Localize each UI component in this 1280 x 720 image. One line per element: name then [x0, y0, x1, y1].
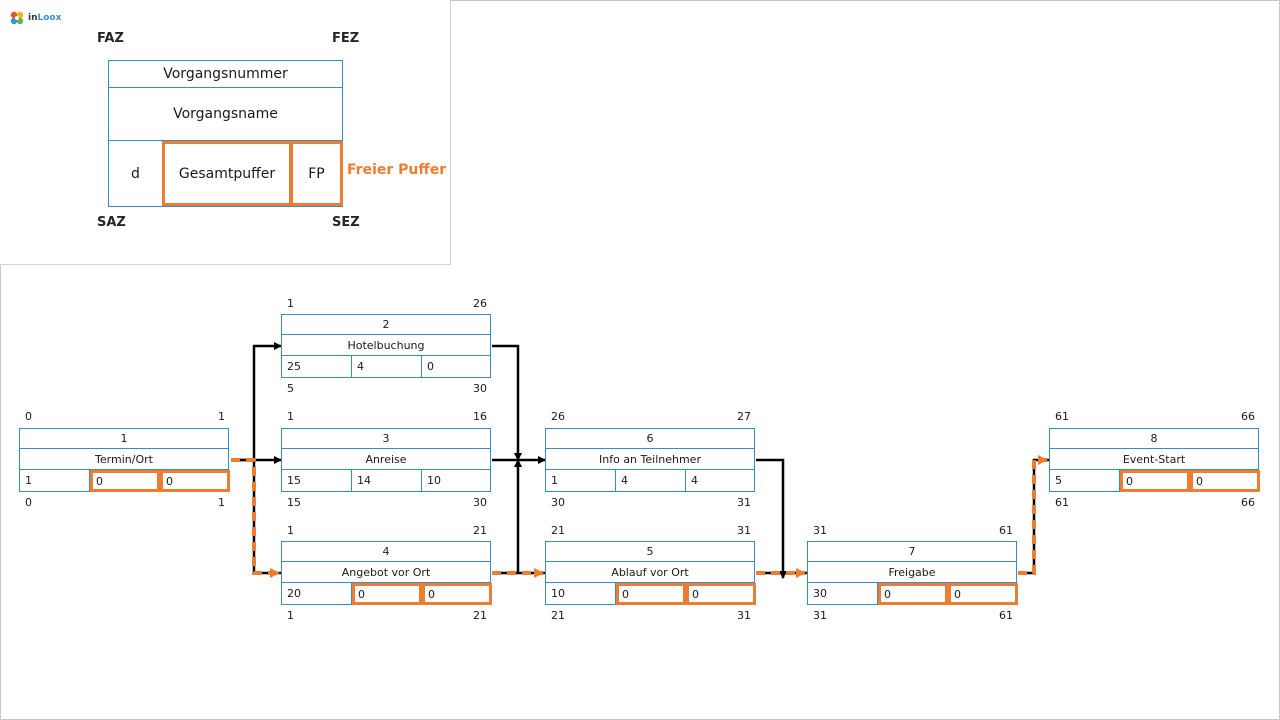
- node-number: 2: [282, 315, 490, 335]
- node-saz: 21: [551, 609, 565, 622]
- critical-arrow-7-to-8: [1018, 455, 1049, 575]
- node-faz: 1: [287, 524, 294, 537]
- node-box: 5 Ablauf vor Ort 10 0 0: [545, 541, 756, 605]
- arrow-2-to-6: [492, 344, 522, 461]
- node-name: Info an Teilnehmer: [546, 449, 754, 470]
- legend-node-template: Vorgangsnummer Vorgangsname d Gesamtpuff…: [108, 60, 343, 207]
- node-name: Ablauf vor Ort: [546, 562, 754, 583]
- node-duration: 1: [546, 470, 616, 491]
- node-sez: 31: [737, 609, 751, 622]
- node-faz: 21: [551, 524, 565, 537]
- node-saz: 30: [551, 496, 565, 509]
- node-name: Angebot vor Ort: [282, 562, 490, 583]
- legend-vorgangsnummer: Vorgangsnummer: [109, 61, 342, 88]
- logo-text: inLoox: [28, 13, 62, 23]
- inloox-flower-icon: [10, 11, 24, 25]
- node-box: 7 Freigabe 30 0 0: [807, 541, 1018, 605]
- node-fez: 26: [473, 297, 487, 310]
- node-sez: 1: [218, 496, 225, 509]
- node-total-float: 0: [90, 470, 160, 492]
- node-box: 1 Termin/Ort 1 0 0: [19, 428, 230, 492]
- node-duration: 20: [282, 583, 352, 604]
- node-free-float: 0: [427, 360, 434, 373]
- node-fez: 1: [218, 410, 225, 423]
- node-total-float: 0: [1120, 470, 1190, 492]
- node-free-float: 0: [160, 470, 230, 492]
- node-box: 4 Angebot vor Ort 20 0 0: [281, 541, 492, 605]
- node-duration: 15: [282, 470, 352, 491]
- node-number: 6: [546, 429, 754, 449]
- legend-panel: inLoox FAZ FEZ SAZ SEZ Vorgangsnummer Vo…: [0, 0, 451, 265]
- node-sez: 21: [473, 609, 487, 622]
- node-free-float: 0: [1190, 470, 1260, 492]
- node-faz: 1: [287, 297, 294, 310]
- node-name: Hotelbuchung: [282, 335, 490, 356]
- node-free-float: 4: [691, 474, 698, 487]
- node-saz: 31: [813, 609, 827, 622]
- legend-vorgangsname: Vorgangsname: [109, 88, 342, 141]
- node-fez: 31: [737, 524, 751, 537]
- node-name: Freigabe: [808, 562, 1016, 583]
- node-name: Termin/Ort: [20, 449, 228, 470]
- node-total-float: 14: [352, 470, 422, 491]
- node-duration: 5: [1050, 470, 1120, 491]
- node-total-float: 4: [352, 356, 422, 377]
- inloox-logo: inLoox: [9, 10, 61, 26]
- node-saz: 5: [287, 382, 294, 395]
- node-free-float: 10: [427, 474, 441, 487]
- node-box: 3 Anreise 15 14 10: [281, 428, 491, 492]
- node-total-float: 4: [616, 470, 686, 491]
- node-saz: 61: [1055, 496, 1069, 509]
- node-number: 5: [546, 542, 754, 562]
- node-duration: 30: [808, 583, 878, 604]
- node-sez: 61: [999, 609, 1013, 622]
- node-faz: 61: [1055, 410, 1069, 423]
- node-duration: 10: [546, 583, 616, 604]
- node-box: 2 Hotelbuchung 25 4 0: [281, 314, 491, 378]
- node-fez: 61: [999, 524, 1013, 537]
- node-faz: 31: [813, 524, 827, 537]
- node-faz: 0: [25, 410, 32, 423]
- node-total-float: 0: [352, 583, 422, 605]
- node-box: 8 Event-Start 5 0 0: [1049, 428, 1260, 492]
- node-number: 1: [20, 429, 228, 449]
- node-box: 6 Info an Teilnehmer 1 4 4: [545, 428, 755, 492]
- node-name: Event-Start: [1050, 449, 1258, 470]
- node-number: 7: [808, 542, 1016, 562]
- node-fez: 27: [737, 410, 751, 423]
- node-fez: 66: [1241, 410, 1255, 423]
- legend-fp: FP: [290, 141, 343, 206]
- node-total-float: 0: [616, 583, 686, 605]
- node-free-float: 0: [422, 583, 492, 605]
- node-duration: 25: [282, 356, 352, 377]
- node-free-float: 0: [686, 583, 756, 605]
- node-saz: 0: [25, 496, 32, 509]
- arrow-1-to-2: [231, 342, 282, 462]
- node-sez: 66: [1241, 496, 1255, 509]
- arrow-6-to-7: [756, 458, 787, 579]
- node-name: Anreise: [282, 449, 490, 470]
- node-faz: 1: [287, 410, 294, 423]
- node-saz: 1: [287, 609, 294, 622]
- node-fez: 21: [473, 524, 487, 537]
- node-total-float: 0: [878, 583, 948, 605]
- node-free-float: 0: [948, 583, 1018, 605]
- legend-sez-label: SEZ: [332, 215, 360, 230]
- node-sez: 31: [737, 496, 751, 509]
- critical-arrow-1-to-4: [231, 458, 281, 578]
- node-number: 8: [1050, 429, 1258, 449]
- node-number: 3: [282, 429, 490, 449]
- legend-fez-label: FEZ: [332, 31, 360, 46]
- node-saz: 15: [287, 496, 301, 509]
- legend-saz-label: SAZ: [97, 215, 126, 230]
- legend-faz-label: FAZ: [97, 31, 124, 46]
- node-duration: 1: [20, 470, 90, 491]
- node-sez: 30: [473, 496, 487, 509]
- node-number: 4: [282, 542, 490, 562]
- node-fez: 16: [473, 410, 487, 423]
- legend-freier-puffer: Freier Puffer: [347, 162, 447, 178]
- node-faz: 26: [551, 410, 565, 423]
- node-sez: 30: [473, 382, 487, 395]
